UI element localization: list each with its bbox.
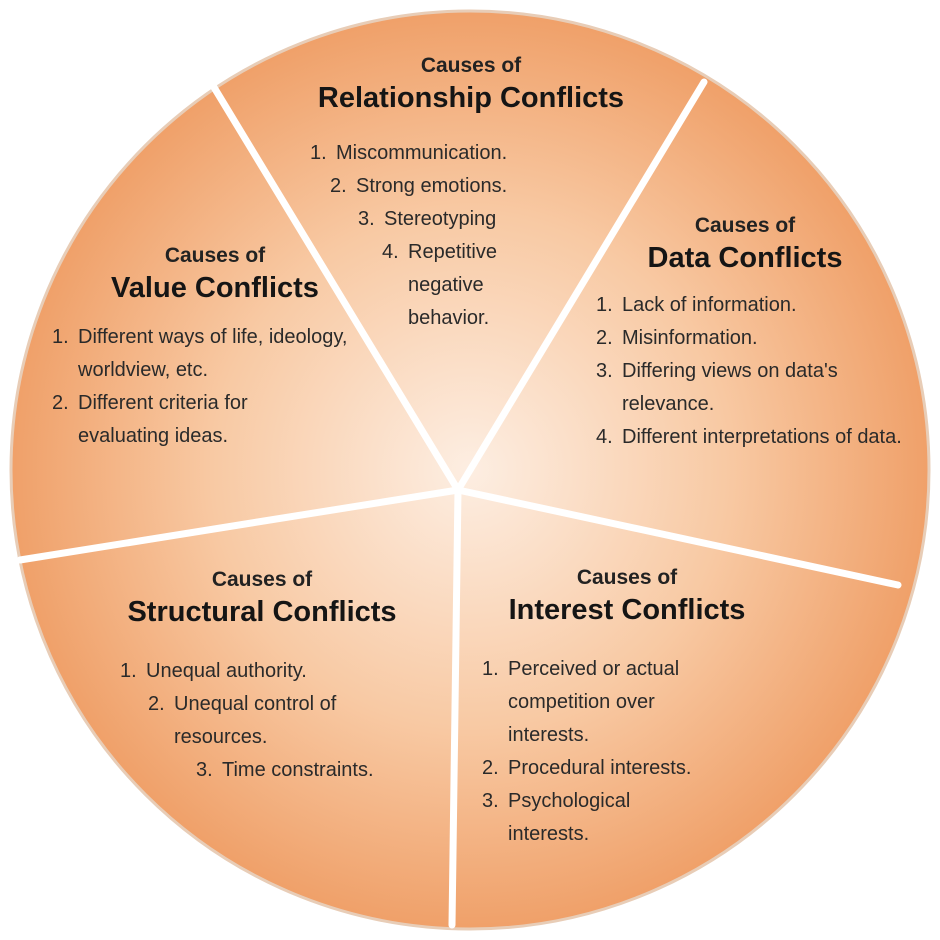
segment-title: Structural Conflicts	[127, 596, 397, 628]
segment-kicker: Causes of	[164, 244, 266, 267]
segment-title: Data Conflicts	[647, 242, 843, 274]
list-item: 2.Procedural interests.	[482, 757, 692, 779]
segment-kicker: Causes of	[694, 214, 796, 237]
list-item: 3.Differing views on data's relevance.	[596, 360, 838, 415]
segment-title: Interest Conflicts	[508, 594, 746, 626]
segment-divider	[454, 486, 902, 589]
list-item: 3.Psychological interests.	[482, 790, 631, 845]
list-item: 3.Stereotyping	[358, 208, 497, 230]
segment-list: 1.Perceived or actual competition over i…	[482, 653, 782, 851]
list-item: 2.Misinformation.	[596, 327, 758, 349]
list-item: 1.Perceived or actual competition over i…	[482, 658, 680, 746]
segment-title: Relationship Conflicts	[317, 82, 625, 114]
segment-list: 1.Different ways of life, ideology, worl…	[52, 321, 382, 453]
segment-title: Value Conflicts	[111, 272, 319, 304]
segment-list: 1.Unequal authority. 2.Unequal control o…	[120, 655, 450, 787]
segment-kicker: Causes of	[576, 566, 678, 589]
segment-divider	[16, 486, 462, 564]
segment-structural: Causes of Structural Conflicts 1.Unequal…	[92, 568, 442, 787]
list-item: 1.Lack of information.	[596, 294, 797, 316]
segment-kicker: Causes of	[211, 568, 313, 591]
segment-list: 1.Lack of information. 2.Misinformation.…	[596, 289, 912, 454]
segment-divider	[454, 78, 708, 494]
segment-relationship: Causes of Relationship Conflicts 1.Misco…	[262, 54, 680, 335]
list-item: 2.Strong emotions.	[330, 175, 508, 197]
list-item: 4.Different interpretations of data.	[596, 426, 902, 448]
segment-data: Causes of Data Conflicts 1.Lack of infor…	[590, 214, 920, 454]
list-item: 4.Repetitive negative behavior.	[382, 241, 497, 329]
list-item: 2.Different criteria for evaluating idea…	[52, 392, 248, 447]
list-item: 3.Time constraints.	[196, 759, 374, 781]
list-item: 2.Unequal control of resources.	[148, 693, 337, 748]
segment-kicker: Causes of	[420, 54, 522, 77]
segment-value: Causes of Value Conflicts 1.Different wa…	[50, 244, 390, 453]
segment-interest: Causes of Interest Conflicts 1.Perceived…	[482, 566, 782, 851]
list-item: 1.Miscommunication.	[310, 142, 508, 164]
segment-list: 1.Miscommunication. 2.Strong emotions. 3…	[310, 137, 610, 335]
segment-divider	[208, 80, 462, 494]
segment-dividers	[16, 78, 902, 929]
segment-divider	[448, 486, 462, 929]
list-item: 1.Different ways of life, ideology, worl…	[52, 326, 348, 381]
list-item: 1.Unequal authority.	[120, 660, 307, 682]
